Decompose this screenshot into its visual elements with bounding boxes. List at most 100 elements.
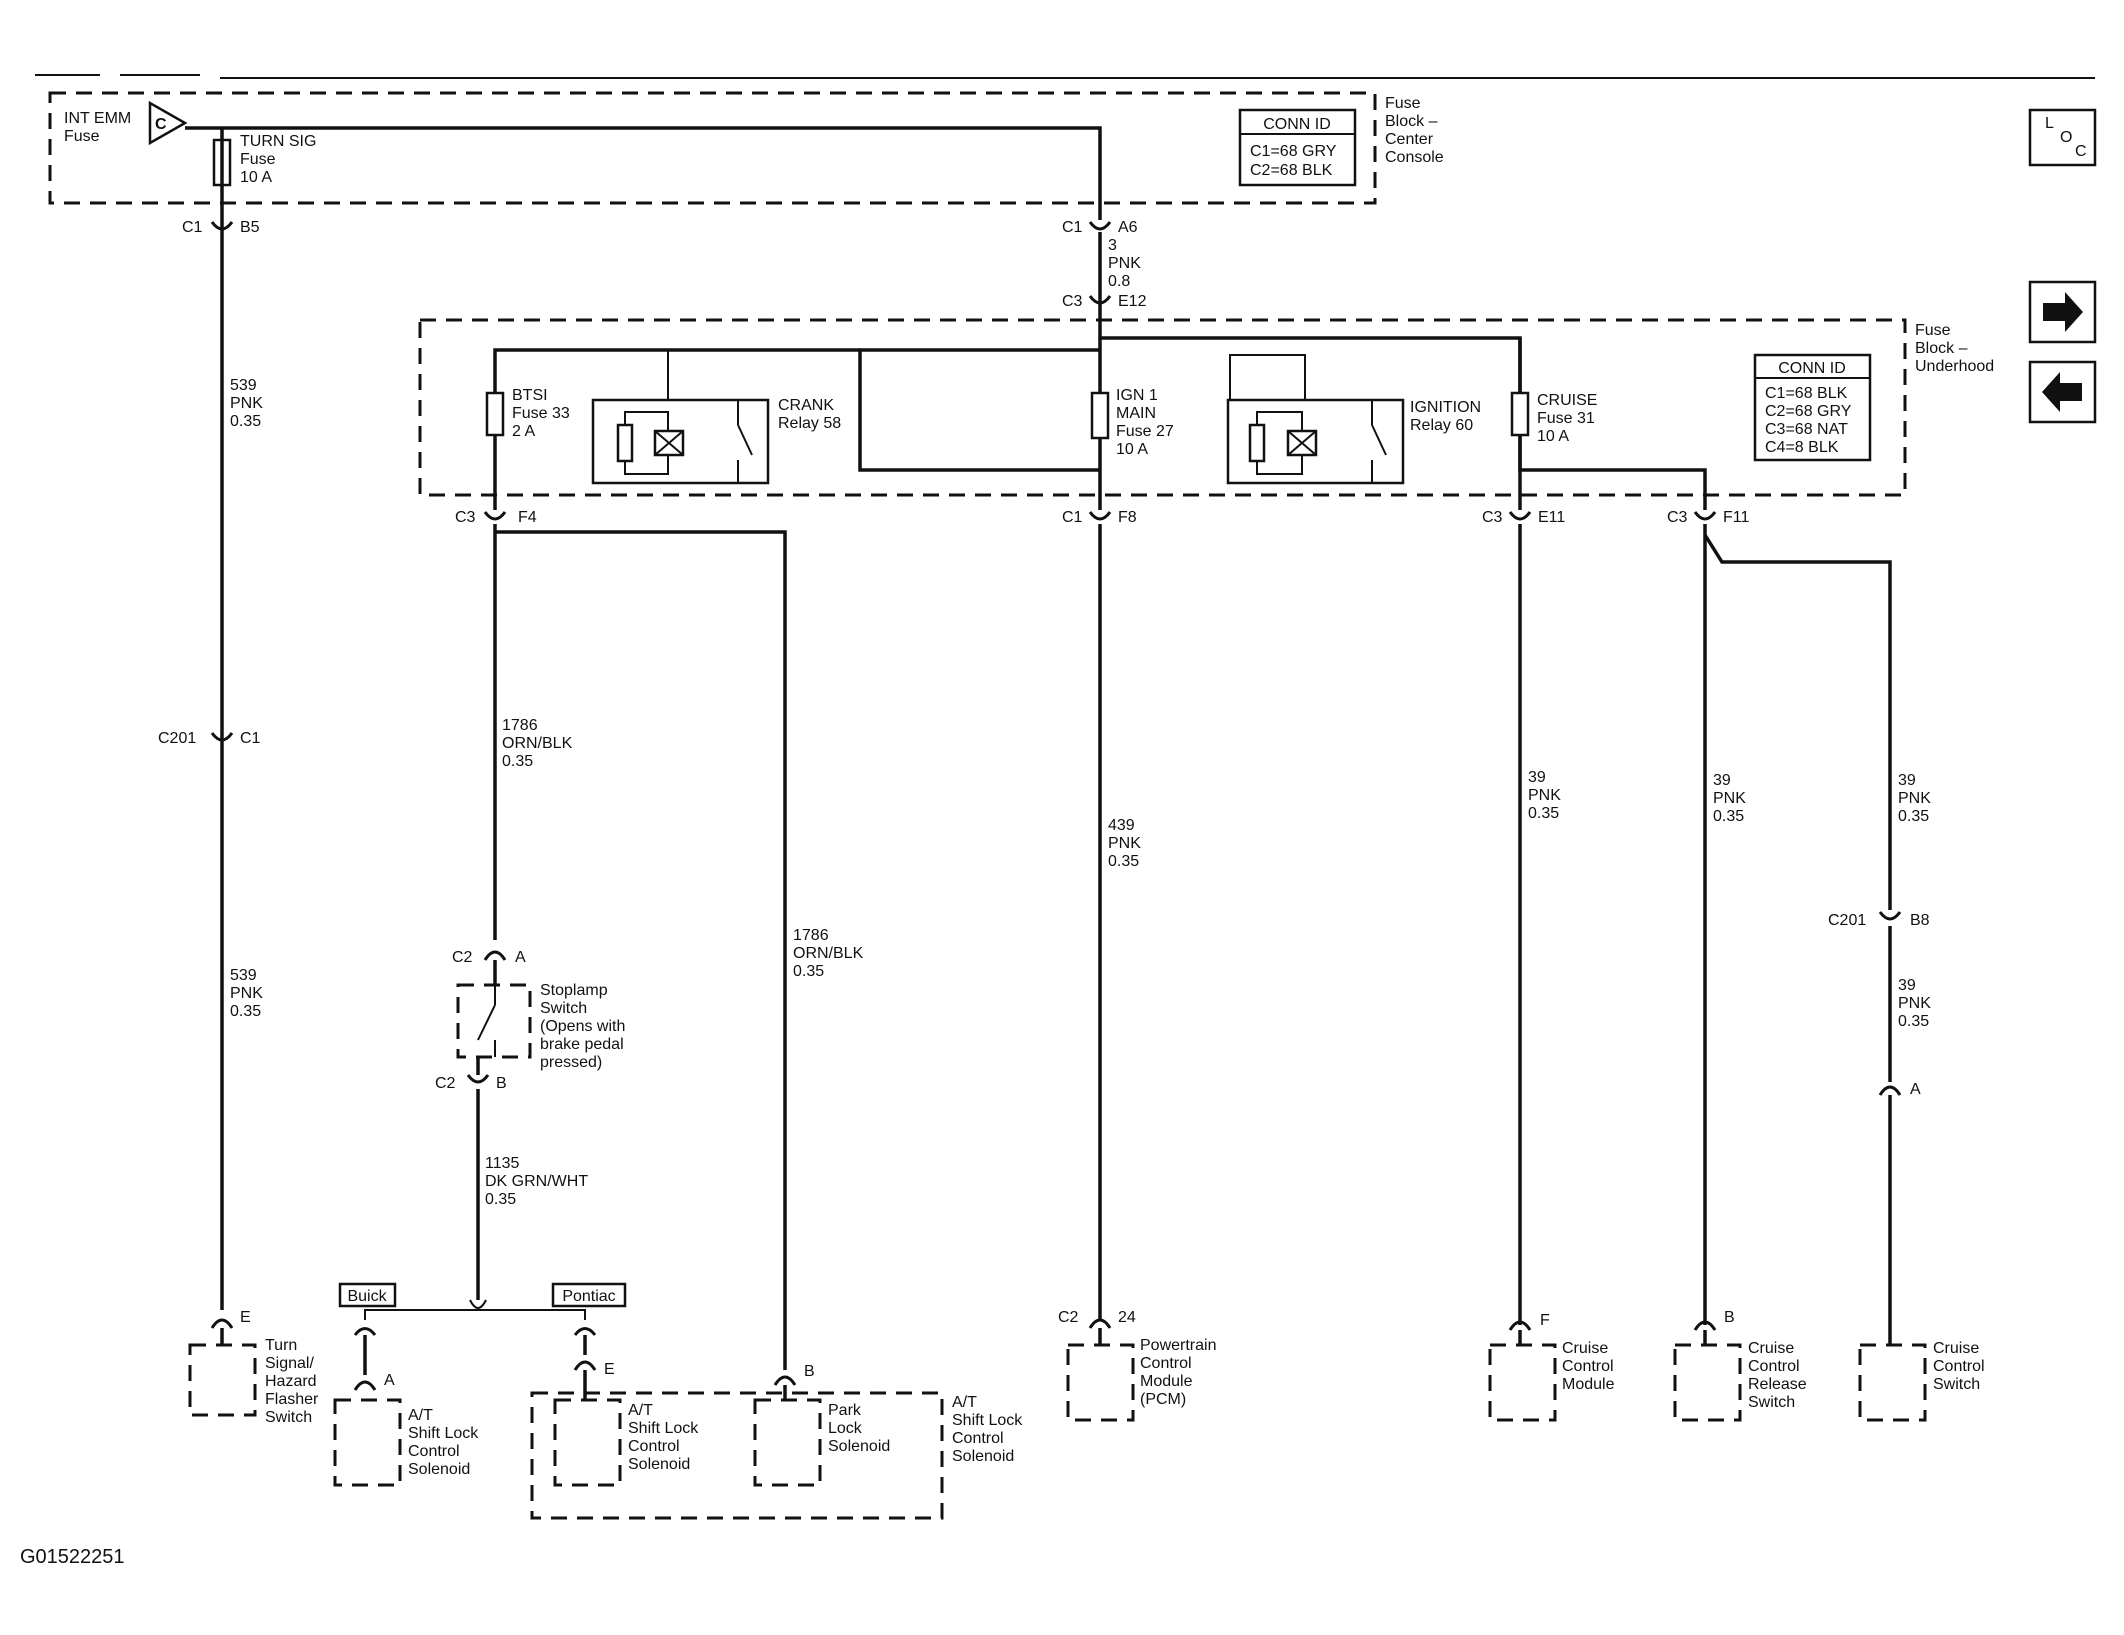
- fuse-block-underhood-outline: [418, 318, 1907, 497]
- cruise-module-box: [1488, 1343, 1557, 1422]
- fuse-block-underhood-title: Fuse Block – Underhood: [1915, 322, 1994, 375]
- cruise-release-switch-label: Cruise Control Release Switch: [1748, 1340, 1811, 1411]
- cruise-module-pin: F: [1540, 1312, 1550, 1329]
- wire-39-a-label: 39 PNK 0.35: [1528, 769, 1565, 822]
- pontiac-solenoid-terminal-top-icon: [573, 1327, 597, 1336]
- c201-b8-pin: B8: [1910, 912, 1930, 929]
- fuse-block-center-title: Fuse Block – Center Console: [1385, 95, 1444, 166]
- crank-relay-feed-wire: [858, 348, 1100, 472]
- c3-f4-pin: F4: [518, 509, 537, 526]
- wire-439-label: 439 PNK 0.35: [1108, 817, 1145, 870]
- turn-signal-pin: E: [240, 1309, 251, 1326]
- pcm-terminal-icon: [1088, 1318, 1112, 1329]
- forward-button[interactable]: [2028, 280, 2097, 344]
- svg-text:CONN ID: CONN ID: [1263, 116, 1331, 133]
- pontiac-solenoid-label: A/T Shift Lock Control Solenoid: [628, 1402, 703, 1473]
- svg-text:CONN ID: CONN ID: [1778, 360, 1846, 377]
- c2-b-id: C2: [435, 1075, 456, 1092]
- back-button[interactable]: [2028, 360, 2097, 424]
- pontiac-solenoid-pin: E: [604, 1361, 615, 1378]
- cruise-module-label: Cruise Control Module: [1562, 1340, 1618, 1393]
- buick-tag: [338, 1282, 397, 1308]
- connector-c1-b5: [210, 221, 234, 231]
- supply-source-icon: [148, 100, 188, 146]
- cruise-module-circuit: 39 PNK 0.35 F Cruise Control Module: [1488, 524, 1618, 1422]
- crank-relay-label: CRANK Relay 58: [778, 397, 841, 432]
- c3-f4-id: C3: [455, 509, 476, 526]
- top-rule: [35, 74, 2095, 79]
- turn-signal-circuit: C1 B5 539 PNK 0.35 C201 C1 539 PNK 0.35 …: [158, 219, 319, 1426]
- svg-text:C1=68 BLK: C1=68 BLK: [1765, 385, 1848, 402]
- connector-c1-f8: [1088, 511, 1112, 521]
- cruise-switch-terminal-icon: [1878, 1085, 1902, 1096]
- c201-b8-id: C201: [1828, 912, 1866, 929]
- conn-id-table-center: CONN ID C1=68 GRY C2=68 BLK: [1238, 108, 1357, 187]
- pcm-label: Powertrain Control Module (PCM): [1140, 1337, 1221, 1408]
- svg-text:C1=68 GRY: C1=68 GRY: [1250, 143, 1337, 160]
- stoplamp-switch-icon: [477, 1004, 496, 1041]
- connector-c1-a6: [1088, 221, 1112, 231]
- c201-c1-id: C201: [158, 730, 196, 747]
- wire-1786-right-label: 1786 ORN/BLK 0.35: [793, 927, 868, 980]
- pcm-box: [1066, 1343, 1135, 1422]
- wire-39-c-label: 39 PNK 0.35: [1898, 772, 1935, 825]
- c2-b-pin: B: [496, 1075, 507, 1092]
- park-lock-solenoid-box: [753, 1398, 822, 1487]
- svg-text:L: L: [2045, 115, 2054, 132]
- figure-code: G01522251: [20, 1546, 125, 1568]
- stoplamp-shiftlock-circuit: 1786 ORN/BLK 0.35 1786 ORN/BLK 0.35 C2 A…: [333, 524, 1023, 1520]
- cruise-switch-pin: A: [1910, 1081, 1921, 1098]
- buick-solenoid-box: [333, 1398, 402, 1487]
- svg-text:C: C: [2075, 143, 2087, 160]
- supply-marker-label: C: [155, 116, 167, 133]
- turn-signal-switch-box: [188, 1343, 257, 1417]
- stoplamp-switch-label: Stoplamp Switch (Opens with brake pedal …: [540, 982, 630, 1071]
- fuse-block-underhood: Fuse Block – Underhood BTSI Fuse 33 2 A: [418, 305, 1994, 510]
- cruise-control-switch-label: Cruise Control Switch: [1933, 1340, 1989, 1393]
- turn-sig-fuse-label: TURN SIG Fuse 10 A: [240, 133, 321, 186]
- c1-a6-pin: A6: [1118, 219, 1138, 236]
- c3-e11-pin: E11: [1538, 509, 1565, 526]
- c2-24-id: C2: [1058, 1309, 1079, 1326]
- ignition-relay-resistor-icon: [1248, 423, 1266, 463]
- c3-f11-pin: F11: [1723, 509, 1749, 526]
- btsi-fuse-icon: [485, 391, 505, 437]
- c1-a6-id: C1: [1062, 219, 1083, 236]
- connector-c3-f11: [1693, 511, 1717, 521]
- c2-a-id: C2: [452, 949, 473, 966]
- buick-solenoid-terminal-top-icon: [353, 1327, 377, 1336]
- center-bus-wire: [185, 126, 1102, 220]
- arrow-left-icon: [2042, 372, 2082, 412]
- c2-24-pin: 24: [1118, 1309, 1136, 1326]
- wire-1135-label: 1135 DK GRN/WHT 0.35: [485, 1155, 592, 1208]
- wire-539-upper-label: 539 PNK 0.35: [230, 377, 267, 430]
- c3-e12-id: C3: [1062, 293, 1083, 310]
- underhood-output-connectors: C3 F4 C1 F8 C3 E11 C3 F11: [455, 509, 1749, 526]
- wire-3-label: 3 PNK 0.8: [1108, 237, 1145, 290]
- svg-text:O: O: [2060, 129, 2072, 146]
- connector-c3-e12: [1088, 295, 1112, 305]
- connector-c3-f4: [483, 511, 507, 521]
- cruise-release-pin: B: [1724, 1309, 1735, 1326]
- cruise-release-switch-box: [1673, 1343, 1742, 1422]
- c3-e11-id: C3: [1482, 509, 1503, 526]
- pontiac-shiftlock-group-box: [530, 1391, 944, 1520]
- loc-button[interactable]: L O C: [2028, 108, 2097, 167]
- pontiac-solenoid-box: [553, 1398, 622, 1487]
- svg-text:C2=68 BLK: C2=68 BLK: [1250, 162, 1333, 179]
- conn-id-table-underhood: CONN ID C1=68 BLK C2=68 GRY C3=68 NAT C4…: [1753, 353, 1872, 462]
- cruise-fuse-label: CRUISE Fuse 31 10 A: [1537, 392, 1602, 445]
- btsi-fuse-label: BTSI Fuse 33 2 A: [512, 387, 574, 440]
- park-lock-terminal-icon: [773, 1375, 797, 1386]
- arrow-right-icon: [2043, 292, 2083, 332]
- c2-a-pin: A: [515, 949, 526, 966]
- c3-f11-id: C3: [1667, 509, 1688, 526]
- wire-1786-left-label: 1786 ORN/BLK 0.35: [502, 717, 577, 770]
- park-lock-pin: B: [804, 1363, 815, 1380]
- svg-text:C4=8 BLK: C4=8 BLK: [1765, 439, 1839, 456]
- buick-solenoid-pin: A: [384, 1372, 395, 1389]
- int-emm-fuse-label: INT EMM Fuse: [64, 110, 136, 145]
- ign1-fuse-icon: [1090, 391, 1110, 440]
- cruise-release-terminal-icon: [1693, 1320, 1717, 1331]
